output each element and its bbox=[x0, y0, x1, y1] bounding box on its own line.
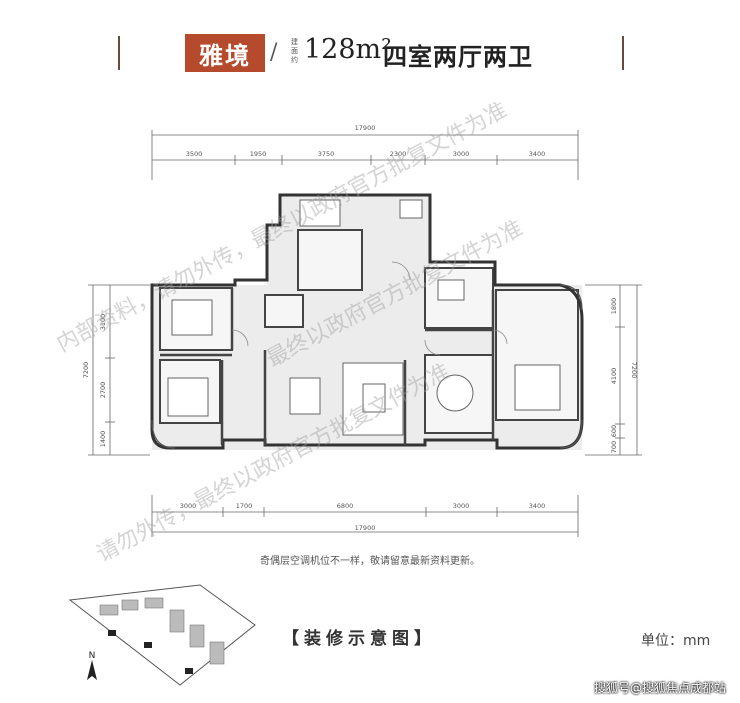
source-credit: 搜狐号@搜狐焦点成都站 bbox=[593, 681, 726, 695]
dim-right-total: 7200 bbox=[630, 362, 638, 379]
kitchen bbox=[297, 229, 363, 291]
bed-1 bbox=[171, 299, 213, 336]
area-note: 建面约 bbox=[291, 38, 298, 64]
round-bed bbox=[436, 374, 474, 412]
rooms bbox=[159, 229, 579, 434]
unit-label: 单位：mm bbox=[641, 633, 711, 649]
header-right-bar bbox=[622, 36, 624, 70]
bathroom-2 bbox=[264, 294, 304, 328]
unit-name-badge: 雅境 bbox=[185, 34, 265, 72]
dim-top-4: 2300 bbox=[390, 150, 407, 158]
kitchen-counter bbox=[299, 199, 341, 227]
right-dimension-lines bbox=[585, 284, 642, 456]
header-slash: / bbox=[270, 40, 278, 65]
dim-top-6: 3400 bbox=[529, 150, 546, 158]
dim-bottom-2: 1700 bbox=[236, 502, 253, 510]
interior-walls bbox=[160, 288, 495, 445]
dim-bottom-3: 6800 bbox=[337, 502, 354, 510]
coffee-table bbox=[362, 383, 386, 413]
dim-left-2: 2700 bbox=[99, 382, 107, 399]
dim-top-5: 3000 bbox=[453, 150, 470, 158]
bottom-dimension-lines bbox=[151, 495, 579, 537]
dim-top-3: 3750 bbox=[318, 150, 335, 158]
bathtub bbox=[437, 279, 465, 301]
header-left-bar bbox=[118, 36, 120, 70]
dim-left-1: 3100 bbox=[99, 314, 107, 331]
dim-right-3: 600 bbox=[610, 425, 618, 437]
plan-caption: 【装修示意图】 bbox=[282, 629, 436, 649]
area-value: 128m² bbox=[304, 34, 392, 65]
dim-bottom-1: 3000 bbox=[180, 502, 197, 510]
dim-right-2: 4100 bbox=[610, 368, 618, 385]
living-furniture bbox=[167, 199, 561, 436]
dim-top-1: 3500 bbox=[186, 150, 203, 158]
bed-2 bbox=[167, 377, 209, 417]
site-location-map: N bbox=[68, 584, 256, 686]
washer bbox=[399, 199, 423, 219]
dim-right-4: 700 bbox=[610, 441, 618, 453]
dim-right-1: 1800 bbox=[610, 298, 618, 315]
dim-left-total: 7200 bbox=[82, 362, 90, 379]
dining-table bbox=[289, 377, 321, 415]
compass-icon: N bbox=[87, 651, 97, 680]
left-dimension-lines bbox=[88, 284, 150, 456]
doors bbox=[231, 261, 508, 356]
top-dimension-lines bbox=[151, 130, 579, 180]
sofa bbox=[342, 362, 404, 436]
svg-text:N: N bbox=[89, 651, 96, 661]
dim-bottom-5: 3400 bbox=[529, 502, 546, 510]
balconies bbox=[151, 284, 583, 449]
dim-bottom-total: 17900 bbox=[355, 524, 376, 532]
layout-note: 奇偶层空调机位不一样，敬请留意最新资料更新。 bbox=[260, 556, 480, 567]
dim-left-3: 1400 bbox=[99, 431, 107, 448]
dim-top-2: 1950 bbox=[250, 150, 267, 158]
room-type: 四室两厅两卫 bbox=[383, 42, 533, 71]
dim-bottom-4: 3000 bbox=[453, 502, 470, 510]
dim-top-total: 17900 bbox=[355, 124, 376, 132]
bed-master bbox=[514, 364, 561, 411]
